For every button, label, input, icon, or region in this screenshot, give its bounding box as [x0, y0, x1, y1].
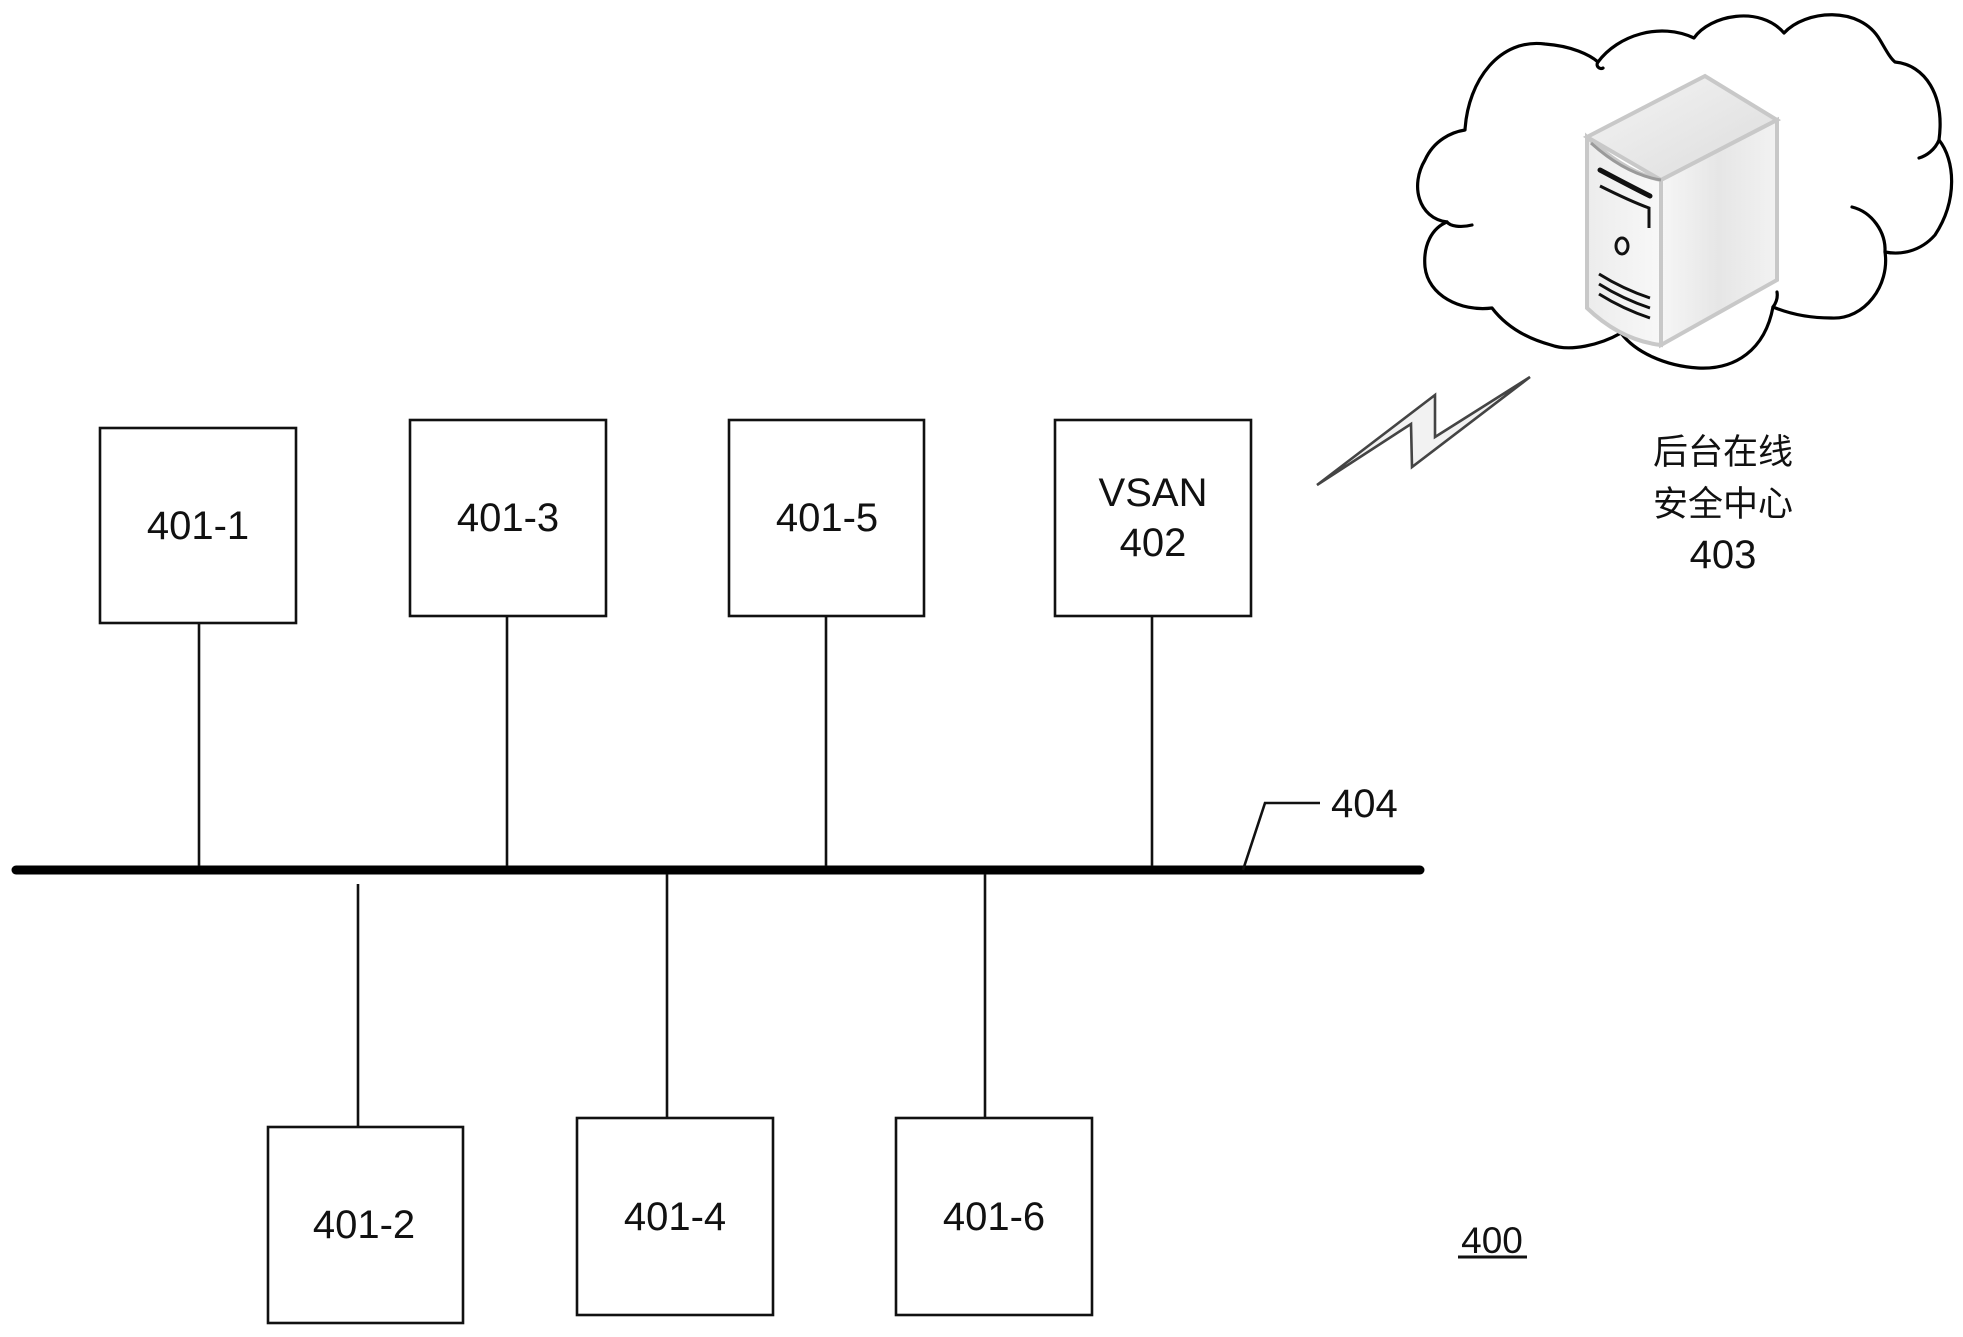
node-label: 401-1	[147, 504, 249, 548]
node-401-2: 401-2	[266, 1125, 465, 1325]
node-401-5: 401-5	[727, 418, 926, 618]
node-label-line1: VSAN	[1099, 471, 1208, 515]
server-vent	[1598, 282, 1651, 310]
security-center-label-number: 403	[1690, 533, 1757, 577]
security-center-label-line1: 后台在线	[1653, 433, 1793, 473]
bus-leader-line	[1241, 801, 1320, 871]
node-box	[1053, 418, 1253, 618]
node-box	[727, 418, 926, 618]
node-label: 401-3	[457, 496, 559, 540]
server-vent	[1598, 292, 1651, 320]
node-401-1: 401-1	[98, 426, 298, 625]
server-drive-slot	[1597, 167, 1653, 199]
node-401-6: 401-6	[894, 1116, 1094, 1317]
node-box	[575, 1116, 775, 1317]
figure-number: 400	[1461, 1220, 1523, 1261]
cloud-hook	[1771, 290, 1779, 309]
node-label-line2: 402	[1120, 521, 1187, 565]
server-drive-slot	[1599, 184, 1651, 228]
cloud-hook	[1917, 138, 1941, 160]
node-label: 401-5	[776, 496, 878, 540]
node-label: 401-6	[943, 1195, 1045, 1239]
server-vent	[1598, 272, 1651, 300]
node-label: 401-2	[313, 1203, 415, 1247]
lightning-bolt-icon	[1316, 375, 1531, 487]
server-tower-icon	[1582, 73, 1782, 349]
cloud-hook	[1850, 205, 1887, 254]
node-vsan-402: VSAN 402	[1053, 418, 1253, 618]
node-label: 401-4	[624, 1195, 726, 1239]
bus-label: 404	[1331, 782, 1398, 826]
cloud-hook	[1595, 60, 1605, 71]
server-power-button	[1614, 236, 1630, 256]
node-box	[894, 1116, 1094, 1317]
node-box	[266, 1125, 465, 1325]
security-center-label: 后台在线 安全中心 403	[1653, 433, 1793, 577]
node-box	[408, 418, 608, 618]
cloud-hook	[1445, 220, 1474, 229]
node-401-3: 401-3	[408, 418, 608, 618]
node-401-4: 401-4	[575, 1116, 775, 1317]
security-center-label-line2: 安全中心	[1653, 485, 1793, 525]
node-box	[98, 426, 298, 625]
